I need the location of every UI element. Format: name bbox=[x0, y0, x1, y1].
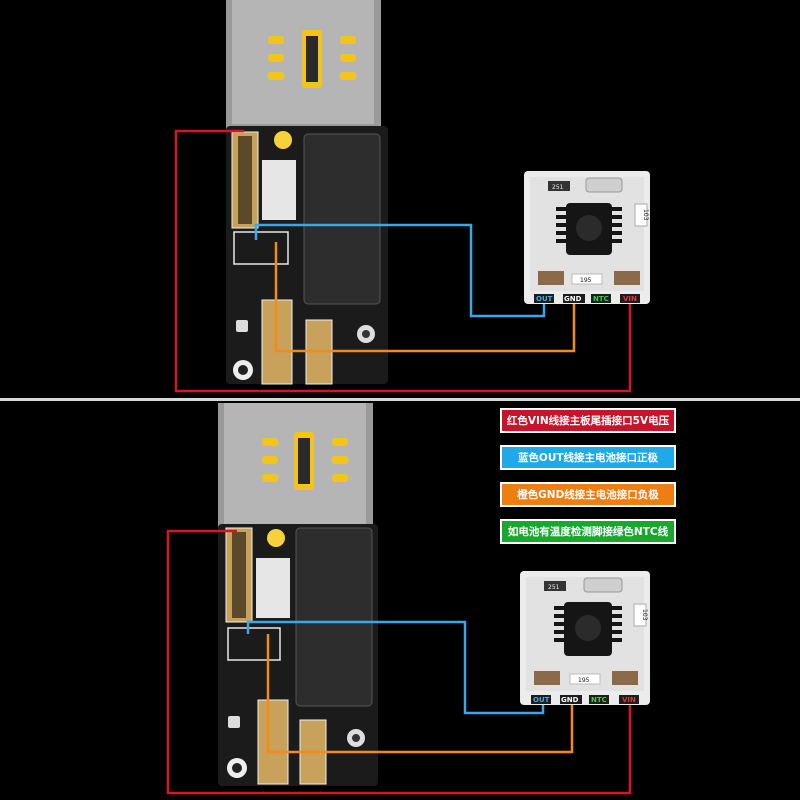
tail-connector-pins bbox=[232, 532, 246, 618]
pin-out-label: OUT bbox=[533, 696, 550, 704]
pad-right bbox=[614, 271, 640, 285]
bottom-diagram: 251 103 195 OUT GND NTC VIN 红色VIN线接主板尾插接… bbox=[0, 400, 800, 800]
legend-gnd: 橙色GND线接主电池接口负极 bbox=[500, 482, 676, 507]
boost-module: 251 103 195 OUT GND NTC VIN bbox=[524, 171, 650, 304]
sim-center-slot bbox=[298, 438, 310, 484]
resistor-103 bbox=[634, 203, 648, 227]
resistor-195 bbox=[571, 273, 603, 285]
bottom-connector-left bbox=[257, 699, 289, 785]
legend-vin: 红色VIN线接主板尾插接口5V电压 bbox=[500, 408, 676, 433]
legend-ntc: 如电池有温度检测脚接绿色NTC线 bbox=[500, 519, 676, 544]
chip-code-103: 103 bbox=[641, 609, 648, 621]
capacitor-top bbox=[585, 177, 623, 193]
sim-center-slot bbox=[306, 36, 318, 82]
pin-out-label: OUT bbox=[536, 295, 553, 303]
resistor-195 bbox=[569, 673, 601, 685]
ic-center-mark bbox=[576, 215, 602, 241]
board-label-sticker bbox=[262, 160, 296, 220]
resistor-251 bbox=[548, 181, 570, 191]
battery-connector bbox=[233, 231, 289, 265]
main-chip bbox=[295, 527, 373, 707]
resistor-251 bbox=[544, 581, 566, 591]
small-pad bbox=[236, 320, 248, 332]
ic-center-mark bbox=[575, 615, 601, 641]
pin-gnd-label: GND bbox=[561, 696, 579, 704]
boost-module: 251 103 195 OUT GND NTC VIN bbox=[520, 571, 650, 705]
pad-left bbox=[534, 671, 560, 685]
out-wire bbox=[246, 620, 545, 715]
resistor-103 bbox=[633, 603, 647, 627]
motherboard bbox=[226, 0, 388, 385]
chip-code-195: 195 bbox=[580, 277, 592, 284]
pin-ntc-label: NTC bbox=[593, 295, 609, 303]
wiring-diagram-top: 251 103 195 OUT GND NTC VIN bbox=[174, 0, 650, 393]
board-label-sticker bbox=[256, 558, 290, 618]
vin-wire bbox=[166, 529, 632, 795]
top-diagram: 251 103 195 OUT GND NTC VIN bbox=[174, 0, 650, 393]
chip-code-251: 251 bbox=[548, 584, 560, 591]
pad-right bbox=[612, 671, 638, 685]
capacitor-top bbox=[583, 577, 623, 593]
out-wire bbox=[254, 223, 546, 318]
ic-pins bbox=[556, 207, 622, 243]
gnd-wire bbox=[274, 242, 576, 353]
pin-vin-label: VIN bbox=[623, 295, 637, 303]
main-chip bbox=[303, 133, 381, 305]
wiring-diagram-bottom: 251 103 195 OUT GND NTC VIN bbox=[166, 403, 650, 795]
chip-code-103: 103 bbox=[642, 209, 649, 221]
chip-code-251: 251 bbox=[552, 184, 564, 191]
legend-out: 蓝色OUT线接主电池接口正极 bbox=[500, 445, 676, 470]
panel-divider bbox=[0, 398, 800, 401]
vin-wire bbox=[174, 129, 632, 393]
gold-screw-pad bbox=[267, 529, 285, 547]
motherboard bbox=[218, 403, 378, 786]
battery-connector bbox=[227, 627, 281, 661]
pad-left bbox=[538, 271, 564, 285]
pin-gnd-label: GND bbox=[564, 295, 582, 303]
ic-pins bbox=[554, 606, 622, 642]
pin-vin-label: VIN bbox=[622, 696, 636, 704]
chip-code-195: 195 bbox=[578, 677, 590, 684]
gnd-wire bbox=[266, 634, 574, 754]
tail-connector-pins bbox=[238, 136, 252, 224]
gold-screw-pad bbox=[274, 131, 292, 149]
pin-ntc-label: NTC bbox=[591, 696, 607, 704]
small-pad bbox=[228, 716, 240, 728]
